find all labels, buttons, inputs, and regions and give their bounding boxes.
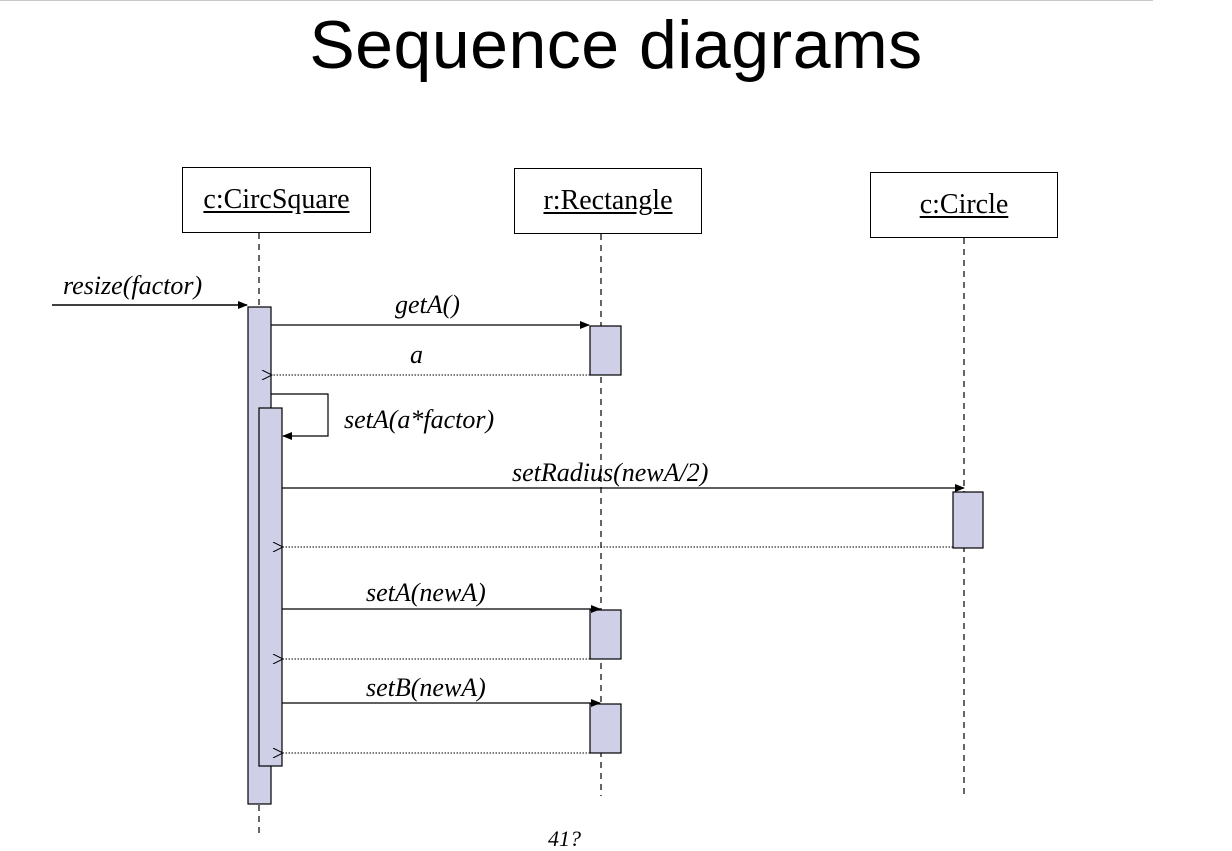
activation-circsquare-inner (258, 407, 283, 767)
activation-rectangle-setB (589, 703, 622, 754)
message-label-resize: resize(factor) (63, 271, 203, 300)
top-rule (0, 0, 1153, 1)
object-circle: c:Circle (870, 172, 1058, 238)
message-label-setA-newA: setA(newA) (366, 578, 486, 607)
object-rectangle: r:Rectangle (514, 168, 702, 234)
activation-circle-setRadius (952, 491, 984, 549)
page-title: Sequence diagrams (309, 7, 923, 83)
object-circle-label: c:Circle (919, 189, 1009, 220)
return-label-a: a (410, 340, 423, 369)
activation-rectangle-getA (589, 325, 622, 376)
activation-rectangle-setA (589, 609, 622, 660)
object-rectangle-label: r:Rectangle (543, 185, 673, 216)
slide: Sequence diagrams (0, 0, 1153, 850)
message-label-setRadius: setRadius(newA/2) (512, 458, 709, 487)
page-number: 41? (548, 826, 581, 851)
object-circsquare-label: c:CircSquare (203, 184, 350, 215)
message-label-setA-self: setA(a*factor) (344, 405, 495, 434)
object-circsquare: c:CircSquare (182, 167, 371, 233)
sequence-diagram (52, 233, 984, 838)
message-label-setB-newA: setB(newA) (366, 673, 486, 702)
message-arrow-setA-self (271, 393, 329, 440)
message-label-getA: getA() (395, 290, 460, 319)
